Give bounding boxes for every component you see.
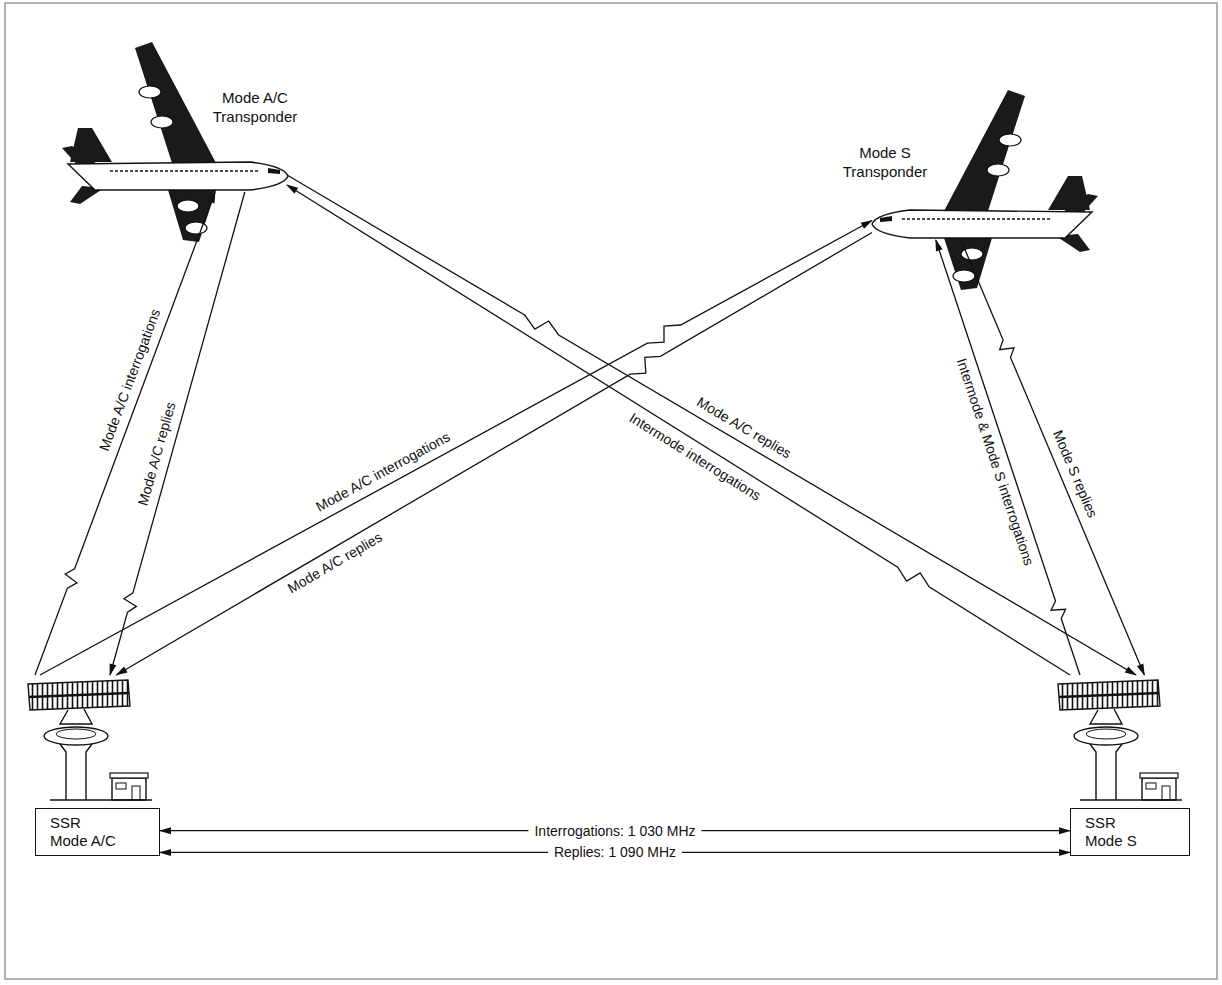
signal-label: Mode A/C replies: [283, 528, 387, 599]
signal-label: Intermode & Mode S interrogations: [952, 354, 1038, 569]
station-box: SSR Mode A/C: [35, 808, 160, 856]
signal-label: Mode A/C interrogations: [311, 427, 454, 516]
signal-arrow: [110, 192, 245, 675]
station-name: SSR Mode S: [1085, 814, 1155, 850]
signal-label: Mode A/C replies: [134, 398, 180, 509]
transponder-aircraft: Mode A/C Transponder: [65, 160, 287, 192]
transponder-name: Mode S Transponder: [835, 143, 935, 181]
signal-arrow: [961, 240, 1145, 675]
signal-label: Mode A/C interrogations: [95, 305, 165, 455]
signal-arrow: [160, 852, 1070, 853]
ssr-station: SSR Mode S: [1070, 675, 1190, 856]
signal-arrow: [35, 192, 215, 675]
signal-arrow: [936, 240, 1080, 675]
signal-arrow: [160, 830, 1070, 831]
ssr-station: SSR Mode A/C: [35, 675, 160, 856]
signal-arrow: [287, 175, 1136, 675]
signal-label: Intermode interrogations: [624, 408, 765, 505]
signal-label: Mode A/C replies: [692, 393, 796, 464]
signal-arrow: [116, 233, 872, 676]
signal-arrow: [40, 221, 872, 676]
signal-label: Interrogations: 1 030 MHz: [528, 822, 701, 839]
signal-label: Replies: 1 090 MHz: [548, 844, 682, 861]
station-name: SSR Mode A/C: [50, 814, 120, 850]
transponder-aircraft: Mode S Transponder: [872, 210, 1100, 240]
signal-label: Mode S replies: [1048, 426, 1102, 522]
transponder-label: Mode S Transponder: [835, 143, 935, 181]
signal-arrow: [287, 185, 1070, 675]
transponder-label: Mode A/C Transponder: [205, 88, 305, 126]
station-box: SSR Mode S: [1070, 808, 1190, 856]
transponder-name: Mode A/C Transponder: [205, 88, 305, 126]
